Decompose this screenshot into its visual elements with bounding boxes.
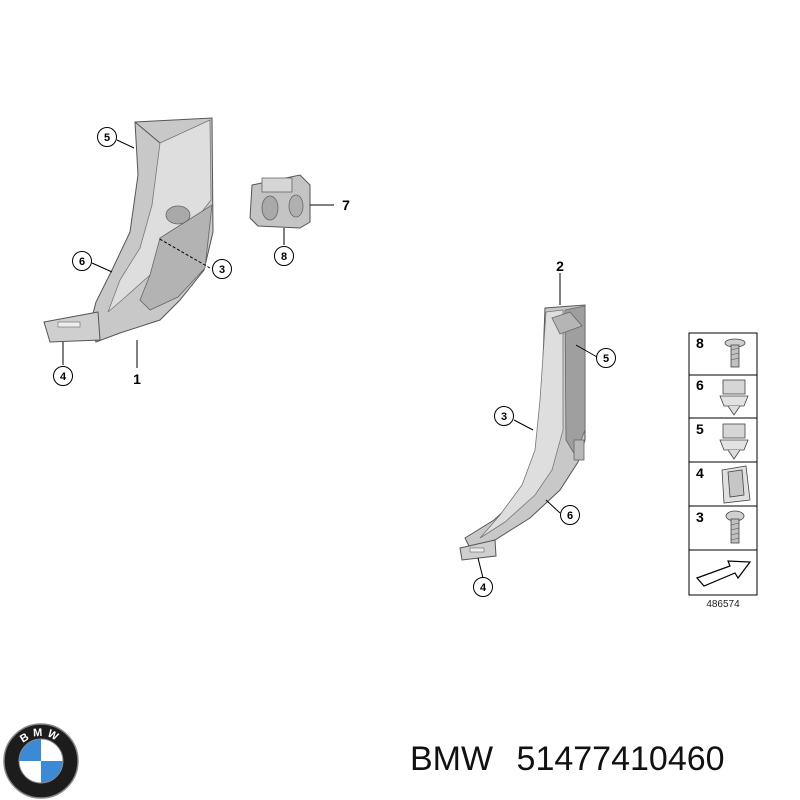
legend-row-5: 5 [696, 421, 749, 460]
svg-text:5: 5 [104, 132, 110, 144]
svg-text:3: 3 [696, 509, 704, 525]
callout-3-left: 3 [212, 259, 232, 279]
fastener-legend: 8 6 5 4 [688, 332, 758, 610]
label-part-1: 1 [133, 371, 141, 387]
callout-6-left: 6 [72, 251, 92, 271]
callout-5-right: 5 [596, 348, 616, 368]
left-leader-lines [62, 139, 334, 368]
right-trim-part [459, 304, 586, 561]
callout-4-left: 4 [53, 366, 73, 386]
clip-nut-icon [719, 379, 749, 416]
svg-text:5: 5 [696, 421, 704, 437]
legend-row-arrow [695, 560, 752, 587]
label-part-7: 7 [342, 197, 350, 213]
clip-part [249, 174, 311, 229]
svg-text:8: 8 [281, 251, 287, 263]
callout-6-right: 6 [560, 505, 580, 525]
svg-text:6: 6 [567, 510, 573, 522]
callout-5-left: 5 [97, 127, 117, 147]
legend-row-6: 6 [696, 377, 749, 416]
part-number-caption: BMW 51477410460 [410, 740, 795, 790]
svg-text:1: 1 [133, 371, 141, 387]
svg-text:8: 8 [696, 335, 704, 351]
legend-row-8: 8 [696, 335, 746, 368]
svg-text:7: 7 [342, 197, 350, 213]
callout-4-right: 4 [473, 577, 493, 597]
clip-icon [719, 423, 749, 460]
right-leader-lines [477, 273, 598, 579]
diagram-code: 486574 [706, 599, 740, 610]
svg-text:6: 6 [696, 377, 704, 393]
svg-text:3: 3 [219, 264, 225, 276]
part-number: 51477410460 [516, 740, 725, 778]
svg-text:2: 2 [556, 258, 564, 274]
svg-text:3: 3 [501, 411, 507, 423]
spring-clip-icon [721, 465, 751, 504]
screw-icon [725, 510, 745, 544]
left-trim-part [43, 117, 214, 343]
callout-8-left: 8 [274, 246, 294, 266]
screw-icon [724, 338, 746, 368]
svg-text:6: 6 [79, 256, 85, 268]
callout-3-right: 3 [494, 406, 514, 426]
bmw-logo: BMW [3, 723, 79, 799]
legend-row-3: 3 [696, 509, 745, 544]
svg-text:4: 4 [696, 465, 704, 481]
brand-name: BMW [410, 740, 494, 778]
legend-row-4: 4 [696, 465, 751, 504]
svg-text:4: 4 [480, 582, 487, 594]
svg-text:4: 4 [60, 371, 67, 383]
direction-arrow-icon [695, 560, 752, 587]
label-part-2: 2 [556, 258, 564, 274]
svg-text:5: 5 [603, 353, 609, 365]
